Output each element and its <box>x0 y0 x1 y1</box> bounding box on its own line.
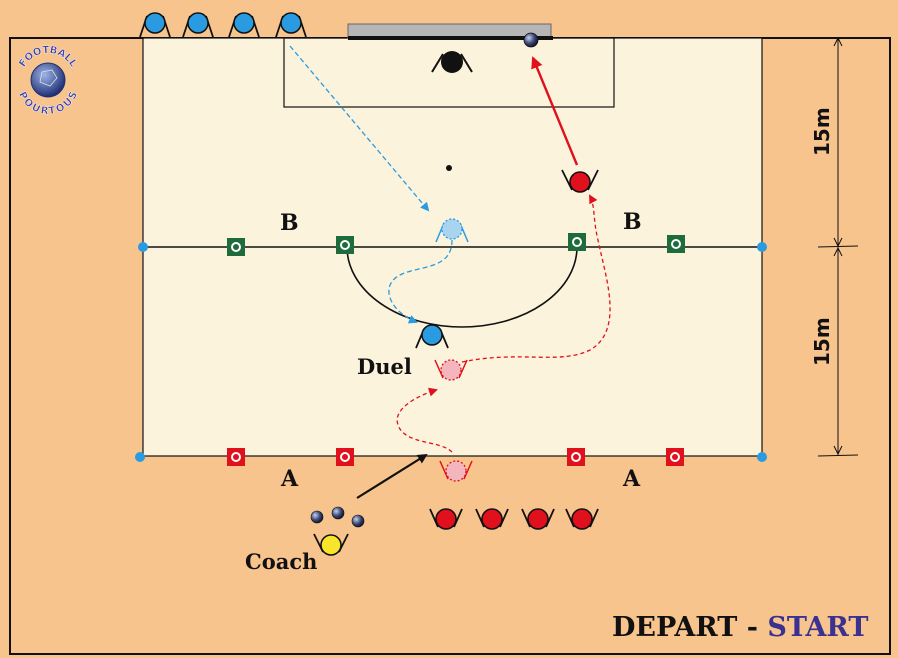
red-player <box>565 508 599 530</box>
red-player <box>475 508 509 530</box>
center-arc <box>346 246 578 328</box>
red-player <box>521 508 555 530</box>
distance-tick <box>817 454 859 457</box>
zone-label-b-left: B <box>280 210 299 236</box>
green-cone <box>667 235 685 253</box>
footer-title: DEPART - START <box>612 612 868 643</box>
logo: FOOTBALL POURTOUS <box>15 45 80 118</box>
green-cone <box>227 238 245 256</box>
distance-arrow <box>833 445 843 456</box>
distance-label-lower: 15m <box>810 317 834 366</box>
red-cone <box>567 448 585 466</box>
ball <box>351 514 365 528</box>
blue-run-path <box>388 239 453 324</box>
pass-arrow <box>356 453 428 499</box>
duel-label: Duel <box>357 354 412 379</box>
red-run-path <box>396 387 453 453</box>
ghost-red-player <box>434 359 468 381</box>
ball <box>523 32 539 48</box>
shot-arrow <box>531 56 579 166</box>
zone-label-b-right: B <box>623 209 642 235</box>
ghost-red-player <box>439 460 473 482</box>
penalty-spot <box>446 165 452 171</box>
distance-arrow <box>833 36 843 47</box>
coach-label: Coach <box>245 549 318 574</box>
footer-start: START <box>767 612 869 643</box>
corner-marker <box>135 452 145 462</box>
green-cone <box>336 236 354 254</box>
green-cone <box>568 233 586 251</box>
distance-label-upper: 15m <box>810 107 834 156</box>
distance-arrow <box>833 246 843 257</box>
blue-player <box>275 12 307 38</box>
corner-marker <box>757 452 767 462</box>
duel-blue-player <box>415 324 449 349</box>
corner-marker <box>757 242 767 252</box>
blue-player <box>228 12 260 38</box>
ball <box>310 510 324 524</box>
blue-player <box>182 12 214 38</box>
zone-label-a-right: A <box>623 466 641 492</box>
goalkeeper-player <box>431 51 473 73</box>
footer-depart: DEPART <box>612 612 738 643</box>
blue-player <box>139 12 171 38</box>
red-cone <box>227 448 245 466</box>
distance-tick <box>817 245 859 248</box>
coach-player <box>313 533 349 556</box>
goal-net <box>347 23 552 39</box>
red-attacker-player <box>561 169 599 193</box>
red-cone <box>336 448 354 466</box>
ghost-blue-player <box>435 218 469 243</box>
ball <box>331 506 345 520</box>
footer-separator: - <box>737 612 768 643</box>
red-player <box>429 508 463 530</box>
red-cone <box>666 448 684 466</box>
corner-marker <box>138 242 148 252</box>
zone-label-a-left: A <box>281 466 299 492</box>
blue-run-path <box>289 45 430 212</box>
